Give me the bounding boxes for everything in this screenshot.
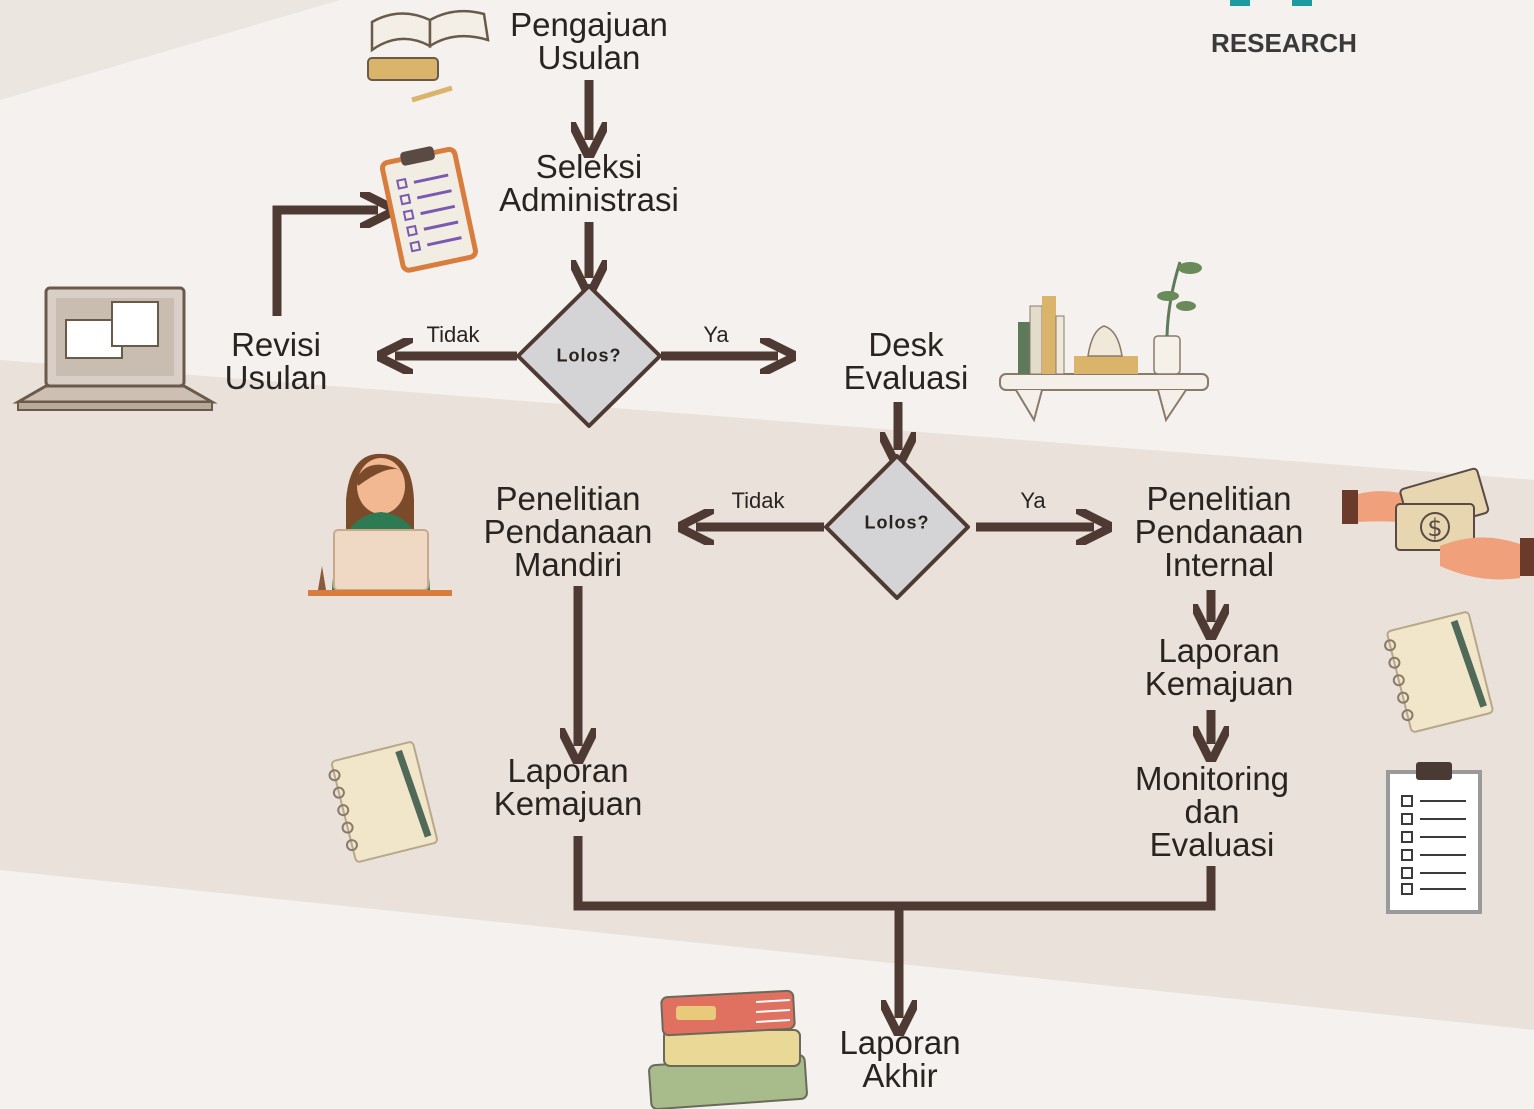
books-stack-icon bbox=[648, 989, 808, 1109]
node-text-line: Penelitian bbox=[1146, 480, 1292, 517]
node-text-line: Usulan bbox=[224, 359, 328, 396]
node-text-line: Usulan bbox=[537, 39, 641, 76]
node-text-line: Laporan bbox=[839, 1024, 961, 1061]
node-text-line: Pengajuan bbox=[510, 6, 668, 43]
node-text-line: Kemajuan bbox=[493, 785, 643, 822]
node-text-line: Mandiri bbox=[513, 546, 623, 583]
node-text-line: Pendanaan bbox=[483, 513, 653, 550]
money-hands-icon: $ bbox=[1342, 467, 1534, 580]
node-text-line: Administrasi bbox=[499, 181, 679, 218]
node-text-line: Monitoring bbox=[1134, 760, 1290, 797]
node-text-line: dan bbox=[1184, 793, 1240, 830]
node-penelitian-internal: Penelitian Pendanaan Internal bbox=[1135, 482, 1304, 581]
edge-label-tidak-2: Tidak bbox=[731, 488, 785, 513]
notebook-pen-icon bbox=[1384, 611, 1494, 733]
node-text-line: Kemajuan bbox=[1144, 665, 1294, 702]
node-laporan-kemajuan-left: Laporan Kemajuan bbox=[494, 754, 643, 820]
checklist-board-icon bbox=[1386, 762, 1482, 914]
node-penelitian-mandiri: Penelitian Pendanaan Mandiri bbox=[484, 482, 653, 581]
background-band-top bbox=[0, 0, 340, 100]
decision-2-label: Lolos? bbox=[864, 512, 930, 533]
node-seleksi-administrasi: Seleksi Administrasi bbox=[499, 150, 679, 216]
node-text-line: Evaluasi bbox=[843, 359, 969, 396]
laptop-icon bbox=[12, 286, 218, 411]
node-text-line: Evaluasi bbox=[1149, 826, 1275, 863]
node-text-line: Penelitian bbox=[495, 480, 641, 517]
brand-logo-fragment bbox=[1230, 0, 1312, 6]
open-book-icon bbox=[367, 9, 490, 103]
node-pengajuan-usulan: Pengajuan Usulan bbox=[510, 8, 668, 74]
clipboard-checklist-icon bbox=[379, 146, 478, 273]
arrow-revisi-seleksi bbox=[272, 210, 378, 316]
node-text-line: Internal bbox=[1163, 546, 1275, 583]
connectors bbox=[272, 80, 1211, 1018]
node-text-line: Akhir bbox=[862, 1057, 938, 1094]
node-text-line: Laporan bbox=[1158, 632, 1280, 669]
node-text-line: Pendanaan bbox=[1134, 513, 1304, 550]
node-desk-evaluasi: Desk Evaluasi bbox=[844, 328, 969, 394]
edge-label-ya-2: Ya bbox=[1020, 488, 1046, 513]
notebook-pen-icon bbox=[328, 741, 438, 863]
node-text-line: Laporan bbox=[507, 752, 629, 789]
brand-text: RESEARCH bbox=[1211, 28, 1357, 58]
edge-label-ya-1: Ya bbox=[703, 322, 729, 347]
edge-label-tidak-1: Tidak bbox=[426, 322, 480, 347]
woman-laptop-icon bbox=[308, 453, 452, 596]
decision-1-label: Lolos? bbox=[556, 345, 622, 366]
decision-diamond-1 bbox=[516, 284, 662, 428]
node-text-line: Revisi bbox=[231, 326, 321, 363]
background-band bbox=[0, 360, 1534, 1030]
node-text-line: Seleksi bbox=[535, 148, 643, 185]
decision-diamond-2 bbox=[824, 454, 970, 600]
node-monitoring-evaluasi: Monitoring dan Evaluasi bbox=[1135, 762, 1289, 861]
node-laporan-akhir: Laporan Akhir bbox=[839, 1026, 960, 1092]
bookshelf-icon bbox=[999, 261, 1209, 423]
svg-text:$: $ bbox=[1427, 514, 1442, 542]
node-laporan-kemajuan-right: Laporan Kemajuan bbox=[1145, 634, 1294, 700]
node-revisi-usulan: Revisi Usulan bbox=[225, 328, 328, 394]
node-text-line: Desk bbox=[868, 326, 944, 363]
